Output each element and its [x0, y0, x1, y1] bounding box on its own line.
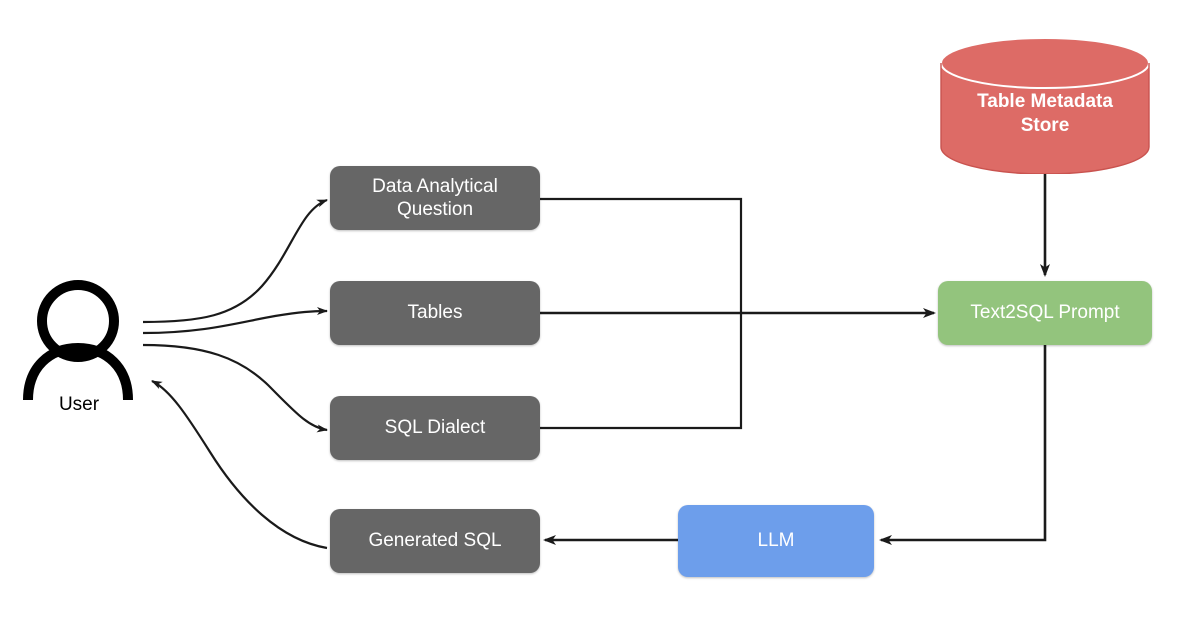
node-text2sql-prompt[interactable]: Text2SQL Prompt: [938, 281, 1152, 345]
node-label-generated-sql: Generated SQL: [368, 530, 502, 552]
edge-generatedsql-to-user: [151, 380, 328, 550]
edge-user-to-tables: [142, 307, 328, 335]
edge-user-to-question: [142, 198, 328, 324]
node-llm[interactable]: LLM: [678, 505, 874, 577]
node-tables[interactable]: Tables: [330, 281, 540, 345]
edge-question-to-prompt: [540, 197, 743, 313]
user-actor-label: User: [58, 394, 100, 415]
node-label-text2sql-prompt: Text2SQL Prompt: [970, 302, 1120, 324]
edge-user-to-dialect: [142, 343, 328, 433]
node-label-sql-dialect: SQL Dialect: [384, 417, 486, 439]
user-actor: [14, 278, 144, 408]
cylinder-shape: [940, 37, 1150, 175]
node-table-metadata-store[interactable]: Table Metadata Store: [938, 36, 1152, 175]
node-label-data-analytical-question: Data Analytical Question: [372, 175, 498, 220]
node-data-analytical-question[interactable]: Data Analytical Question: [330, 166, 540, 230]
node-label-llm: LLM: [757, 530, 795, 552]
node-label-tables: Tables: [407, 302, 463, 324]
node-sql-dialect[interactable]: SQL Dialect: [330, 396, 540, 460]
user-icon: [23, 280, 133, 401]
node-generated-sql[interactable]: Generated SQL: [330, 509, 540, 573]
edge-dialect-to-prompt: [540, 313, 743, 430]
edge-prompt-to-llm: [879, 345, 1047, 545]
